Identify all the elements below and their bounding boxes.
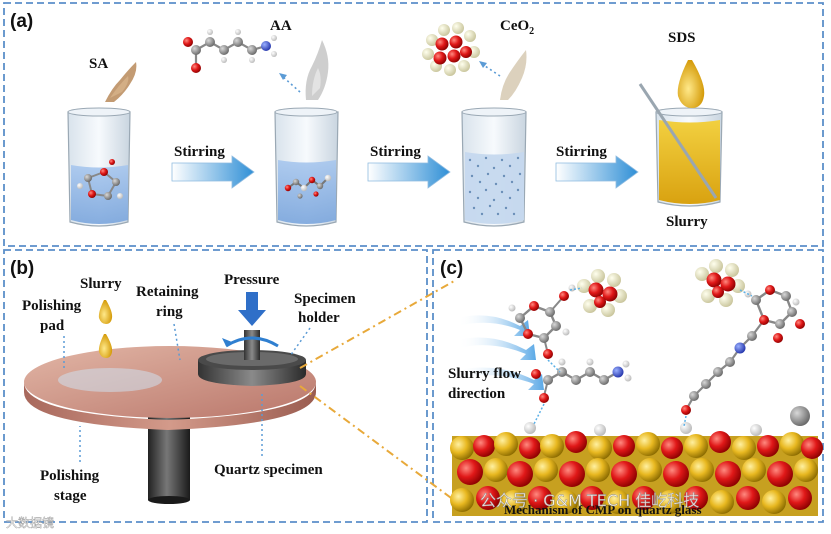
- zoom-leader-bottom: [299, 385, 463, 507]
- slurry-flow-label-2: direction: [448, 386, 506, 402]
- watermark-right: 公众号 · G&M TECH 佳屹科技: [480, 491, 699, 510]
- ceo2-label: CeO2: [500, 18, 534, 37]
- aa-molecule-c: [531, 358, 632, 403]
- ceo2-dotted-arrow: [481, 63, 501, 77]
- ceo2-cluster-c-right: [695, 259, 745, 307]
- specimen-holder: [198, 330, 306, 386]
- slurry-label-b: Slurry: [80, 276, 122, 292]
- sds-label: SDS: [668, 30, 696, 46]
- ceo2-label-base: CeO: [500, 18, 529, 34]
- ceo2-cluster: [422, 22, 480, 76]
- mechanism-caption: Mechanism of CMP on quartz glass: [504, 502, 702, 517]
- quartz-specimen-label: Quartz specimen: [214, 462, 323, 478]
- hbond-c3: [547, 359, 561, 373]
- beaker-1: [67, 107, 131, 227]
- stirring-label-2: Stirring: [370, 144, 421, 160]
- panel-b-frame: [3, 249, 428, 523]
- watermark-left: 大数据镜: [6, 515, 54, 530]
- ring-leader: [173, 323, 181, 361]
- slurry-drops-b: [98, 300, 113, 358]
- panel-c-frame: [432, 249, 824, 523]
- aa-molecule: [183, 29, 277, 73]
- sds-drop: [677, 60, 705, 108]
- sa-label: SA: [89, 56, 108, 72]
- retaining-ring-label-2: ring: [156, 304, 183, 320]
- panel-c-label: (c): [440, 258, 463, 279]
- specimen-holder-label-1: Specimen: [294, 291, 356, 307]
- sa-powder: [105, 62, 137, 102]
- polishing-stage-label-1: Polishing: [40, 468, 100, 484]
- ceo2-powder: [500, 50, 527, 100]
- hbond-c2: [533, 403, 545, 425]
- polishing-stage-label-2: stage: [54, 488, 87, 504]
- stirring-label-1: Stirring: [174, 144, 225, 160]
- aa-dotted-arrow: [281, 75, 301, 93]
- stirring-rod: [638, 83, 718, 199]
- ceo2-label-sub: 2: [529, 26, 534, 37]
- polishing-pad-label-2: pad: [40, 318, 65, 334]
- stirring-arrow-3: [555, 155, 639, 189]
- specimen-holder-label-2: holder: [298, 310, 340, 326]
- holder-leader: [289, 327, 311, 357]
- sa-molecule-c: [508, 284, 576, 359]
- aa-powder: [305, 40, 329, 100]
- stirring-label-3: Stirring: [556, 144, 607, 160]
- beaker-2: [274, 107, 339, 227]
- ceo2-particles-in-beaker: [468, 156, 522, 216]
- pressure-arrow: [238, 292, 266, 326]
- slurry-flow-arrows: [458, 315, 544, 390]
- panel-b-label: (b): [10, 258, 34, 279]
- sa-aa-chain: [284, 174, 332, 199]
- aa-label: AA: [270, 18, 292, 34]
- panel-a-label: (a): [10, 11, 33, 32]
- stirring-arrow-1: [171, 155, 255, 189]
- slurry-flow-label-1: Slurry flow: [448, 366, 521, 382]
- zoom-leader-top: [299, 279, 457, 369]
- sa-aa-conjugate-c: [681, 285, 805, 415]
- panel-a-frame: [3, 2, 824, 247]
- pressure-label: Pressure: [224, 272, 280, 288]
- slurry-label-a: Slurry: [666, 214, 708, 230]
- ceo2-cluster-c-left: [577, 269, 627, 317]
- hbond-c5: [683, 415, 687, 427]
- stirring-arrow-2: [367, 155, 451, 189]
- quartz-surface: [450, 406, 823, 516]
- polishing-pad-label-1: Polishing: [22, 298, 82, 314]
- retaining-ring-label-1: Retaining: [136, 284, 199, 300]
- sa-molecule: [77, 159, 123, 200]
